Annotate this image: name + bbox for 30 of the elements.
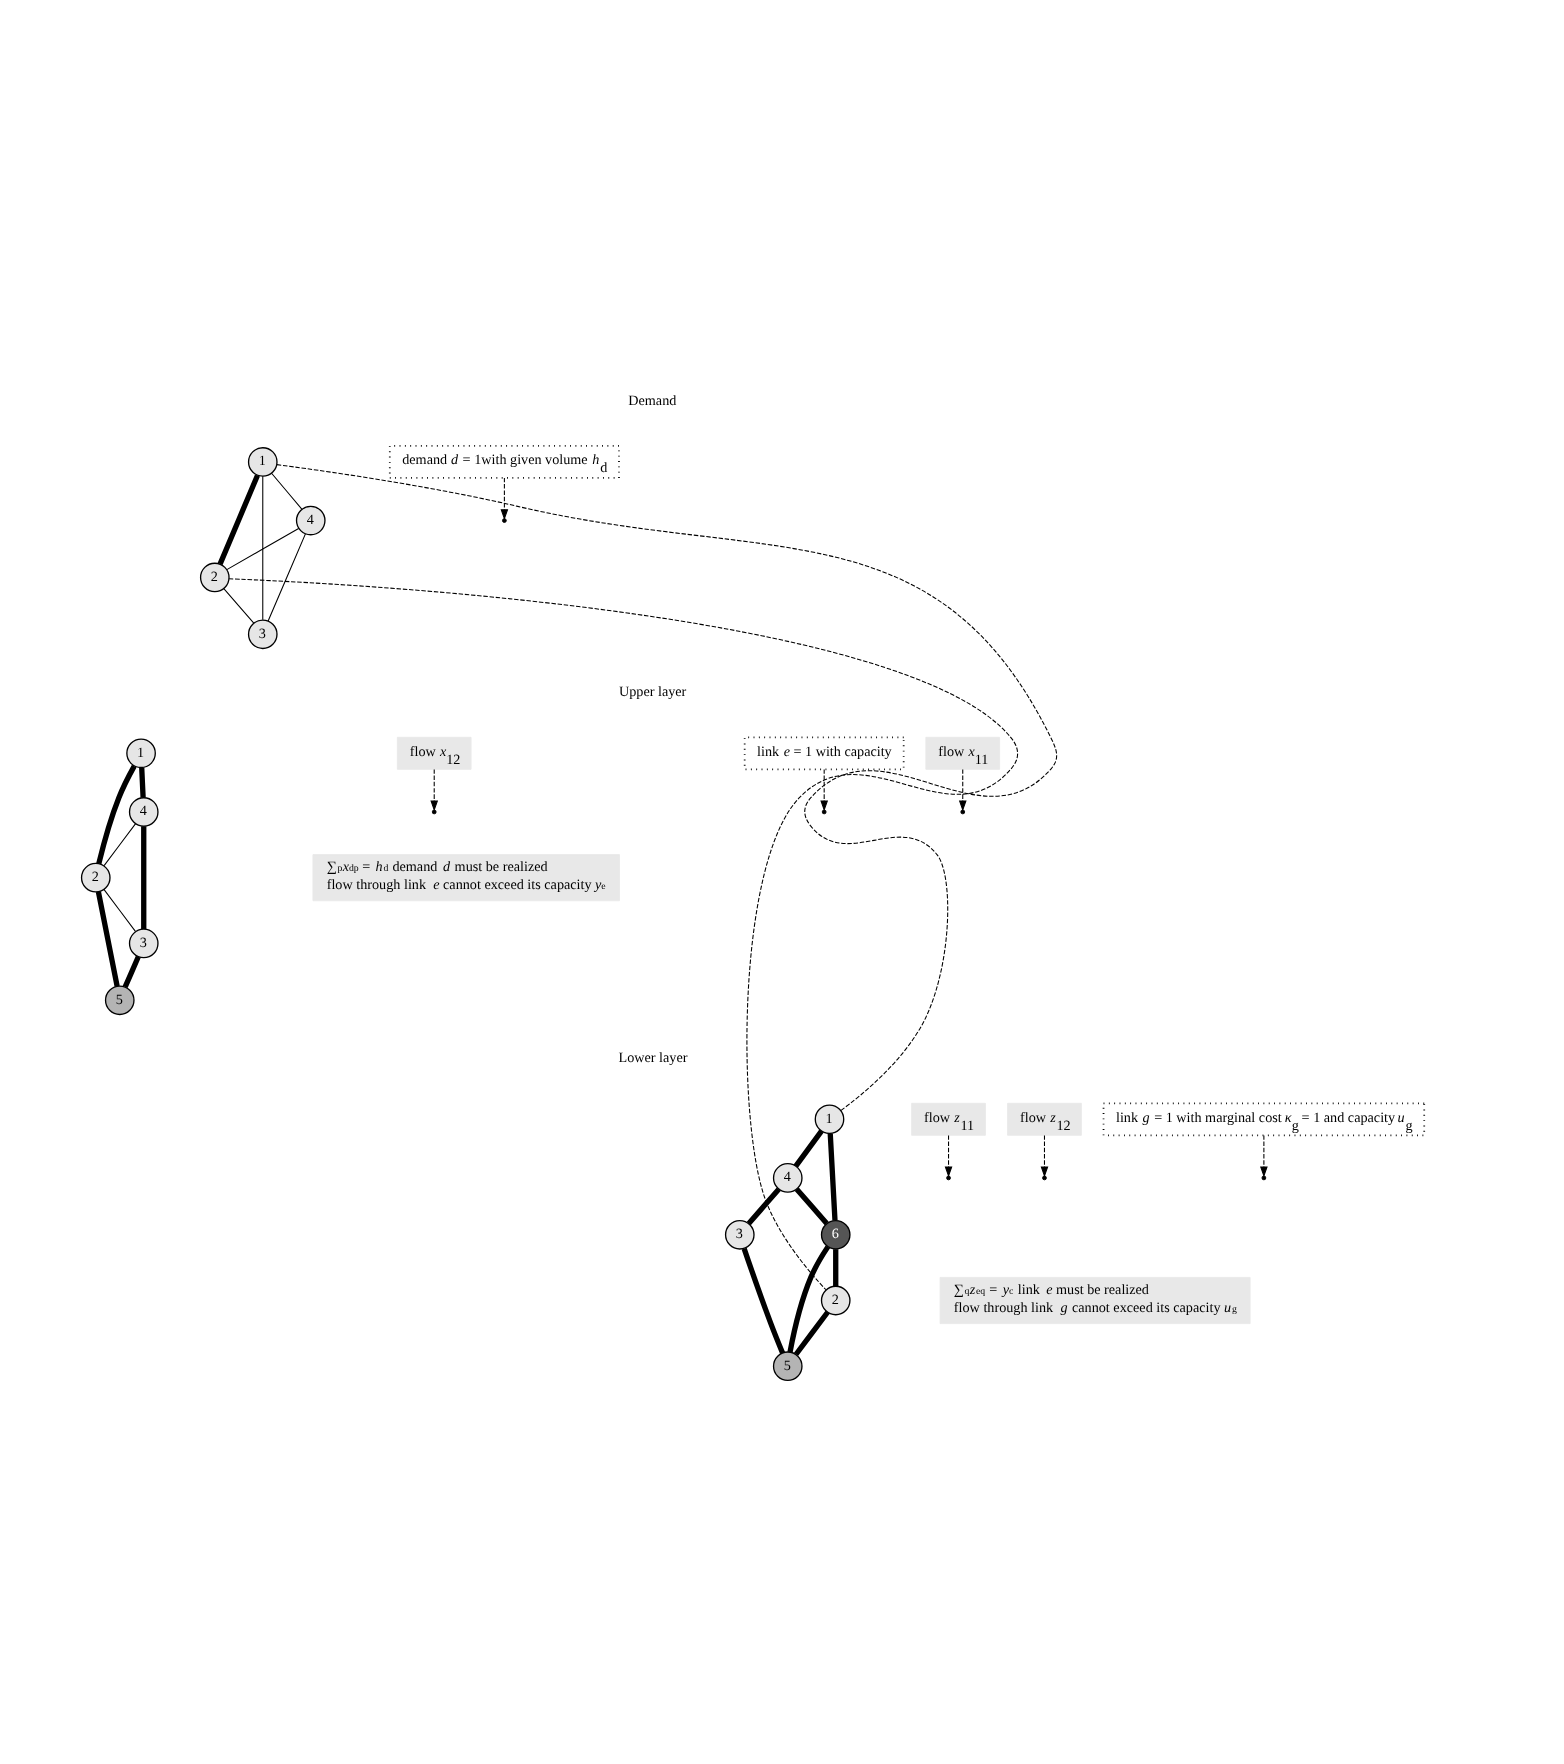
arrow: [958, 767, 967, 811]
connector: [103, 887, 136, 931]
connector: [122, 954, 141, 987]
connector: [833, 1248, 839, 1286]
connector: [794, 1186, 829, 1225]
connector: [827, 1132, 838, 1220]
connector: [141, 825, 147, 928]
connector: [746, 1186, 781, 1225]
connector: [741, 1246, 786, 1353]
connector: [226, 526, 300, 570]
arrow: [944, 1133, 953, 1177]
connector: [223, 587, 255, 623]
connector: [95, 890, 120, 986]
arrow: [1040, 1133, 1049, 1177]
connector: [267, 532, 306, 621]
connector: [228, 577, 1019, 1290]
arrow: [820, 767, 829, 811]
connector: [793, 1309, 830, 1355]
connector: [139, 766, 146, 797]
arrow: [430, 767, 439, 811]
connector: [276, 463, 1058, 1111]
connector: [217, 473, 260, 564]
connector: [271, 471, 303, 509]
arrow: [500, 476, 509, 520]
arrow: [1260, 1133, 1268, 1177]
connector: [262, 474, 264, 620]
connector: [793, 1128, 824, 1167]
connector: [96, 763, 137, 864]
connector: [787, 1244, 831, 1352]
connector: [103, 822, 137, 866]
